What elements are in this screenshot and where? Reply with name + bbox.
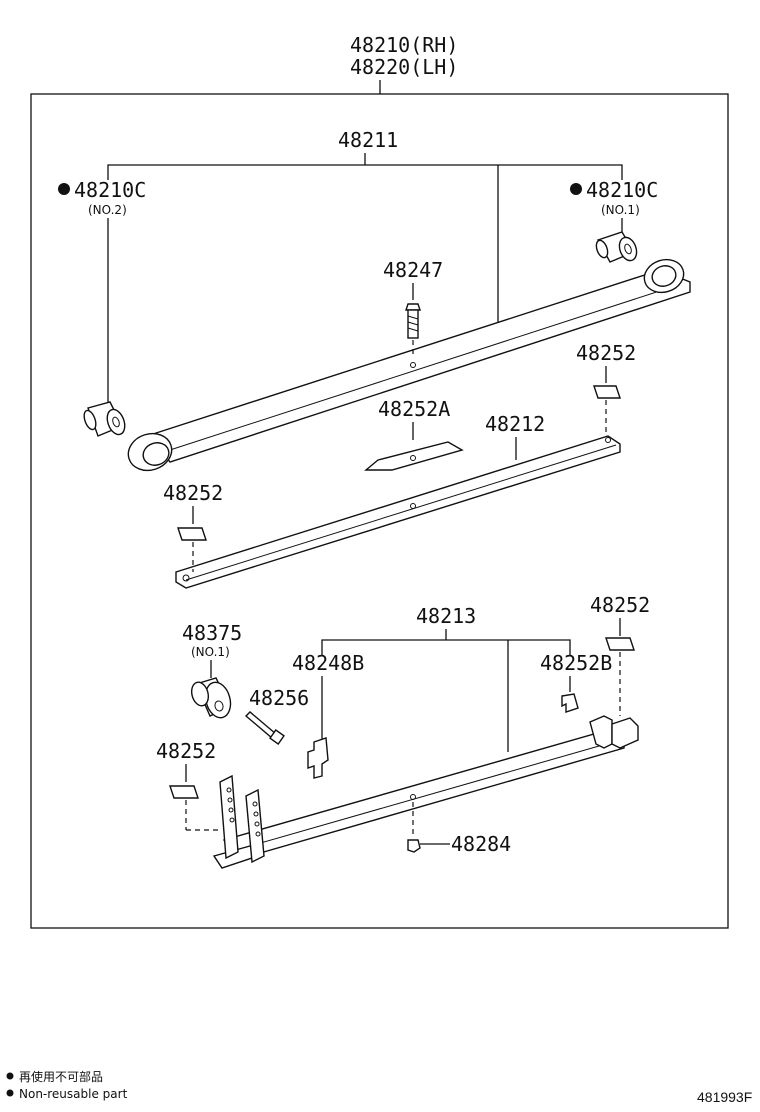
center-bolt <box>405 303 421 356</box>
bracket-48211 <box>107 153 623 325</box>
nut-48284 <box>407 839 421 853</box>
clip-48248b <box>307 737 329 779</box>
label-48252-a: 48252 <box>576 341 636 365</box>
label-48212: 48212 <box>485 412 545 436</box>
pad-48252-c <box>605 637 635 651</box>
pad-48252-a <box>593 385 621 399</box>
legend-line-1: 再使用不可部品 <box>19 1069 103 1084</box>
bushing-48375 <box>190 677 232 719</box>
label-48210c-right-sub: (NO.1) <box>601 203 640 217</box>
clip-48252b <box>561 693 579 713</box>
main-leaf-spring <box>127 258 691 472</box>
label-48375-sub: (NO.1) <box>191 645 230 659</box>
assembly-label-rh: 48210(RH) <box>350 33 458 57</box>
label-48210c-left: 48210C <box>74 178 146 202</box>
label-48252-c: 48252 <box>590 593 650 617</box>
label-48247: 48247 <box>383 258 443 282</box>
non-reusable-dot-left <box>58 183 70 195</box>
label-48213: 48213 <box>416 604 476 628</box>
label-48252-b: 48252 <box>163 481 223 505</box>
label-48248b: 48248B <box>292 651 364 675</box>
legend-dot-1 <box>6 1072 14 1080</box>
label-48252-d: 48252 <box>156 739 216 763</box>
label-48284: 48284 <box>451 832 511 856</box>
bracket-48213 <box>321 629 571 752</box>
bushing-left <box>83 401 126 437</box>
assembly-label-lh: 48220(LH) <box>350 55 458 79</box>
non-reusable-dot-right <box>570 183 582 195</box>
label-48210c-left-sub: (NO.2) <box>88 203 127 217</box>
assembly-frame <box>30 93 729 929</box>
lower-leaf-spring <box>212 715 639 869</box>
bolt-48256 <box>244 711 285 745</box>
second-leaf-spring <box>175 435 621 589</box>
label-48252a: 48252A <box>378 397 450 421</box>
bushing-right <box>595 231 638 263</box>
label-48252b: 48252B <box>540 651 612 675</box>
label-48211: 48211 <box>338 128 398 152</box>
pad-48252-b <box>177 527 207 541</box>
legend-dot-2 <box>6 1089 14 1097</box>
label-48375: 48375 <box>182 621 242 645</box>
label-48256: 48256 <box>249 686 309 710</box>
pad-48252-d <box>169 785 199 799</box>
legend-line-2: Non-reusable part <box>19 1087 128 1101</box>
figure-code: 481993F <box>697 1089 752 1105</box>
label-48210c-right: 48210C <box>586 178 658 202</box>
